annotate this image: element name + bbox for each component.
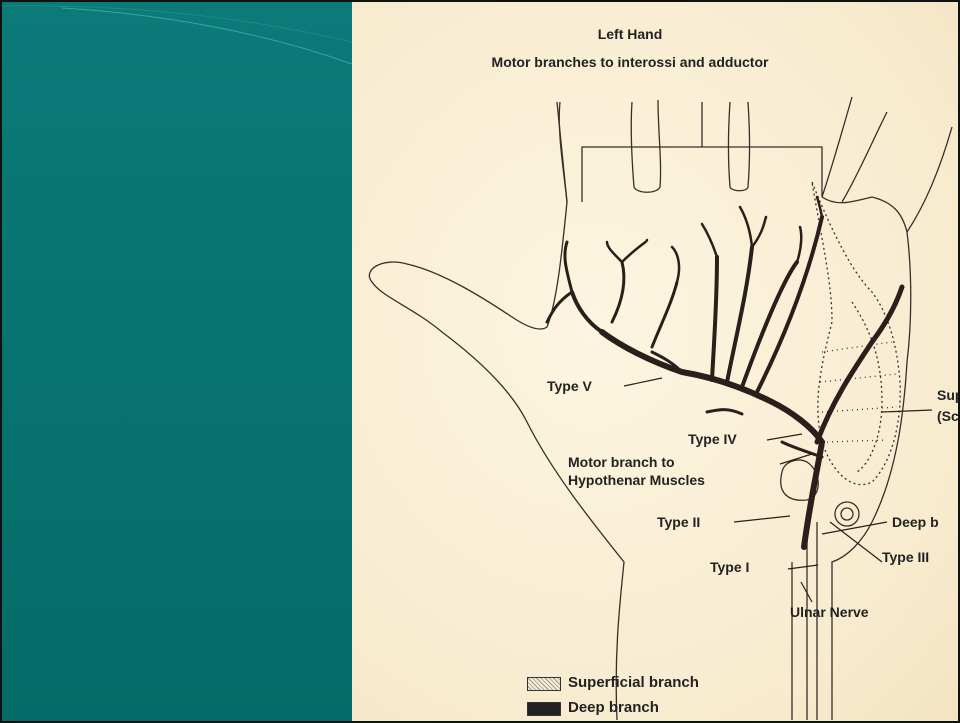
diagram-slide: Left Hand Motor branches to interossi an… (352, 2, 958, 721)
decorative-swoosh (2, 2, 352, 721)
label-ulnar-nerve: Ulnar Nerve (790, 604, 869, 620)
teal-side-panel (2, 2, 352, 721)
label-type-v: Type V (547, 378, 592, 394)
label-type-ii: Type II (657, 514, 700, 530)
label-deep-cut: Deep b (892, 514, 939, 530)
label-motor-branch-line1: Motor branch to (568, 454, 675, 470)
label-type-iii: Type III (882, 549, 929, 565)
label-type-i: Type I (710, 559, 749, 575)
label-motor-branch-line2: Hypothenar Muscles (568, 472, 705, 488)
superficial-branch-outline (812, 182, 900, 485)
label-superficial-cut2: (Sc (937, 408, 958, 424)
label-type-iv: Type IV (688, 431, 737, 447)
legend-superficial-label: Superficial branch (568, 674, 699, 691)
label-superficial-cut1: Supe (937, 387, 958, 403)
hand-outline (369, 102, 624, 720)
legend-swatch-superficial (527, 677, 561, 691)
legend-swatch-deep (527, 702, 561, 716)
legend-deep-label: Deep branch (568, 699, 659, 716)
